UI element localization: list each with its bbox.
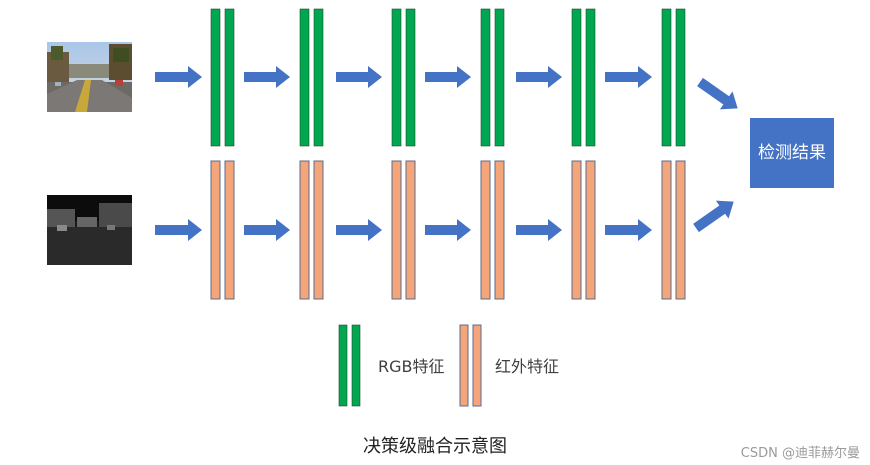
ir-feature-bars [210,160,686,300]
rgb-feature-bar [391,8,402,147]
legend-ir-label: 红外特征 [495,357,560,376]
arrow-icon [516,66,562,88]
arrow-icon [336,66,382,88]
rgb-feature-bar [224,8,235,147]
rgb-road-image [47,42,132,112]
rgb-feature-bar [480,8,491,147]
rgb-feature-bar [210,8,221,147]
rgb-feature-bar [405,8,416,147]
ir-feature-bar [675,160,686,300]
ir-feature-bar [585,160,596,300]
ir-feature-bar [571,160,582,300]
ir-feature-bar [480,160,491,300]
ir-feature-bar [494,160,505,300]
arrow-icon [516,219,562,241]
arrow-icon [244,219,290,241]
arrow-icon [605,219,652,241]
rgb-feature-bar [313,8,324,147]
rgb-feature-bar [299,8,310,147]
arrow-icon [693,200,734,233]
infrared-road-image [47,195,132,265]
legend-ir-swatch [472,324,482,407]
arrow-icon [425,66,471,88]
arrow-icon [425,219,471,241]
figure-caption: 决策级融合示意图 [363,436,507,457]
rgb-arrows [155,66,652,88]
legend-ir-swatch [459,324,469,407]
arrow-icon [336,219,382,241]
arrow-icon [605,66,652,88]
detection-result-box: 检测结果 [750,118,834,188]
arrow-icon [244,66,290,88]
rgb-feature-bars [210,8,686,147]
rgb-feature-bar [571,8,582,147]
legend-rgb-swatch [351,324,361,407]
watermark: CSDN @迪菲赫尔曼 [740,446,860,461]
ir-feature-bar [224,160,235,300]
arrow-icon [155,66,202,88]
ir-feature-bar [299,160,310,300]
rgb-feature-bar [675,8,686,147]
legend-swatches [338,324,482,407]
ir-feature-bar [661,160,672,300]
rgb-feature-bar [585,8,596,147]
ir-feature-bar [405,160,416,300]
arrow-icon [155,219,202,241]
ir-feature-bar [210,160,221,300]
rgb-feature-bar [661,8,672,147]
legend-rgb-label: RGB特征 [378,357,445,376]
arrow-icon [697,77,738,110]
fusion-arrows [693,77,738,233]
ir-feature-bar [313,160,324,300]
ir-arrows [155,219,652,241]
ir-feature-bar [391,160,402,300]
rgb-feature-bar [494,8,505,147]
legend-rgb-swatch [338,324,348,407]
